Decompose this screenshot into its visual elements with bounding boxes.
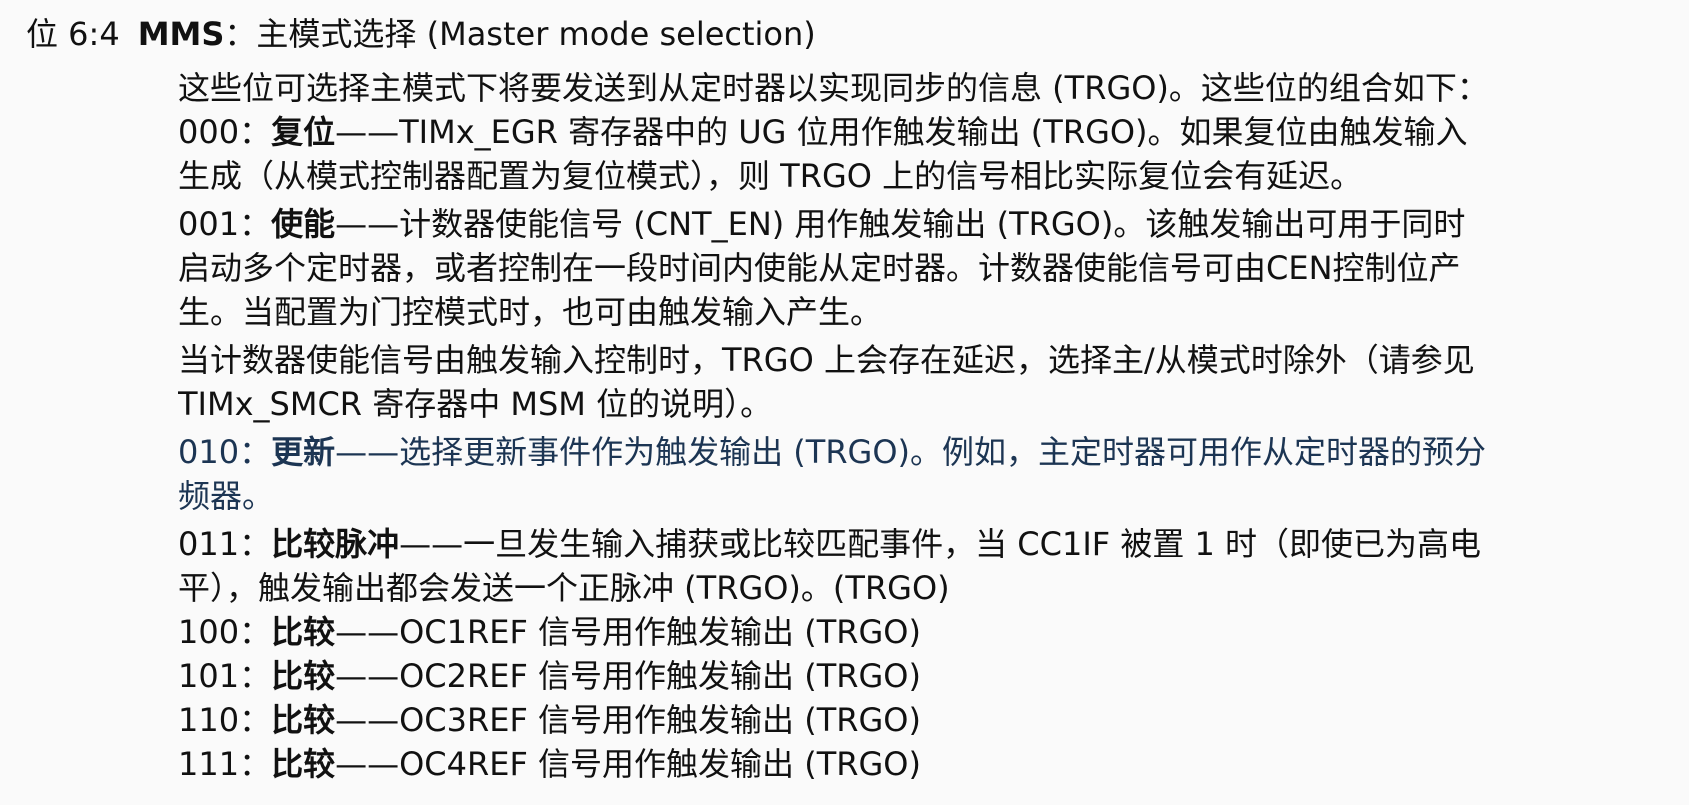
entry-code: 100： xyxy=(178,613,272,651)
entry-text-continued: 平），触发输出都会发送一个正脉冲 (TRGO)。(TRGO) xyxy=(178,569,950,607)
entry-text: ——一旦发生输入捕获或比较匹配事件，当 CC1IF 被置 1 时（即使已为高电 xyxy=(399,525,1482,563)
entry-text-continued: 生成（从模式控制器配置为复位模式），则 TRGO 上的信号相比实际复位会有延迟。 xyxy=(178,157,1363,195)
entry-text: ——计数器使能信号 (CNT_EN) 用作触发输出 (TRGO)。该触发输出可用… xyxy=(335,205,1466,243)
entry-110: 110：比较——OC3REF 信号用作触发输出 (TRGO) xyxy=(178,698,1638,742)
entry-text: ——TIMx_EGR 寄存器中的 UG 位用作触发输出 (TRGO)。如果复位由… xyxy=(335,113,1468,151)
entry-text: ——OC3REF 信号用作触发输出 (TRGO) xyxy=(335,701,921,739)
entry-label: 比较 xyxy=(271,613,336,651)
entry-label: 比较 xyxy=(271,657,336,695)
register-field-heading: 位 6:4 MMS：主模式选择 (Master mode selection) xyxy=(26,10,816,58)
entry-100: 100：比较——OC1REF 信号用作触发输出 (TRGO) xyxy=(178,610,1638,654)
intro-text: 这些位可选择主模式下将要发送到从定时器以实现同步的信息 (TRGO)。这些位的组… xyxy=(178,69,1489,107)
entry-code: 101： xyxy=(178,657,272,695)
entry-text-continued: 频器。 xyxy=(178,477,275,515)
entry-text: ——OC1REF 信号用作触发输出 (TRGO) xyxy=(335,613,921,651)
entry-000: 000：复位——TIMx_EGR 寄存器中的 UG 位用作触发输出 (TRGO)… xyxy=(178,110,1638,198)
entry-010-highlighted: 010：更新——选择更新事件作为触发输出 (TRGO)。例如，主定时器可用作从定… xyxy=(166,430,1648,520)
entry-label: 更新 xyxy=(271,433,336,471)
entry-111: 111：比较——OC4REF 信号用作触发输出 (TRGO) xyxy=(178,742,1638,786)
field-name: MMS xyxy=(137,15,225,53)
entry-001: 001：使能——计数器使能信号 (CNT_EN) 用作触发输出 (TRGO)。该… xyxy=(178,202,1638,426)
entry-code: 011： xyxy=(178,525,272,563)
entry-text: ——OC2REF 信号用作触发输出 (TRGO) xyxy=(335,657,921,695)
entry-label: 比较 xyxy=(271,701,336,739)
entry-101: 101：比较——OC2REF 信号用作触发输出 (TRGO) xyxy=(178,654,1638,698)
entry-note: 当计数器使能信号由触发输入控制时，TRGO 上会存在延迟，选择主/从模式时除外（… xyxy=(178,341,1475,379)
entry-011: 011：比较脉冲——一旦发生输入捕获或比较匹配事件，当 CC1IF 被置 1 时… xyxy=(178,522,1638,610)
entry-label: 比较 xyxy=(271,745,336,783)
entry-code: 111： xyxy=(178,745,272,783)
entry-label: 比较脉冲 xyxy=(271,525,400,563)
entry-code: 001： xyxy=(178,205,272,243)
entry-text-continued: 启动多个定时器，或者控制在一段时间内使能从定时器。计数器使能信号可由CEN控制位… xyxy=(178,249,1461,287)
entry-text-continued: 生。当配置为门控模式时，也可由触发输入产生。 xyxy=(178,293,883,331)
field-description: 这些位可选择主模式下将要发送到从定时器以实现同步的信息 (TRGO)。这些位的组… xyxy=(166,66,1648,786)
entry-code: 010： xyxy=(178,433,272,471)
entry-note-continued: TIMx_SMCR 寄存器中 MSM 位的说明）。 xyxy=(178,385,773,423)
entry-text: ——OC4REF 信号用作触发输出 (TRGO) xyxy=(335,745,921,783)
entry-label: 复位 xyxy=(271,113,336,151)
bit-range: 位 6:4 xyxy=(26,15,120,53)
entry-label: 使能 xyxy=(271,205,336,243)
field-title: ：主模式选择 (Master mode selection) xyxy=(224,15,816,53)
entry-code: 110： xyxy=(178,701,272,739)
entry-code: 000： xyxy=(178,113,272,151)
entry-text: ——选择更新事件作为触发输出 (TRGO)。例如，主定时器可用作从定时器的预分 xyxy=(335,433,1487,471)
